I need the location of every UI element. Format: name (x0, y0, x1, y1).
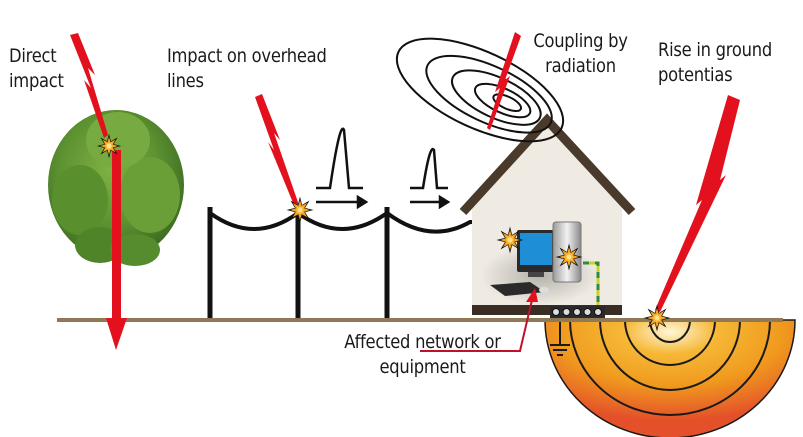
lightning-bolt-ground (655, 95, 740, 312)
socket (583, 308, 592, 316)
explosion-icon (286, 196, 314, 224)
label-overhead-lines: Impact on overhead lines (167, 45, 327, 92)
ground-ring (649, 319, 691, 343)
lightning-bolt-overhead (255, 94, 300, 210)
explosion-icon (555, 243, 583, 271)
earth-ground-icon (550, 320, 570, 356)
explosion-icon (496, 226, 524, 254)
surge-pulse-2 (410, 147, 451, 210)
surge-pulse-1 (316, 127, 369, 210)
label-affected-equipment: Affected network or equipment (344, 331, 501, 378)
overhead-lines (207, 207, 520, 318)
computer-equipment (480, 221, 600, 305)
mouse (539, 287, 549, 293)
explosion-icon (96, 133, 122, 159)
keyboard (490, 282, 545, 296)
down-arrow-icon (106, 318, 127, 350)
label-direct-impact: Direct impact (9, 45, 64, 92)
power-strip (550, 306, 605, 318)
arrow-right-icon (438, 194, 451, 210)
ground-ring (569, 319, 771, 416)
explosion-icon (643, 304, 671, 332)
ground-ring (624, 319, 716, 366)
socket (552, 308, 560, 316)
label-coupling-radiation: Coupling by radiation (533, 30, 628, 77)
ground-ring (599, 319, 741, 391)
lightning-bolt-radiation (487, 32, 521, 130)
lightning-bolt-direct (70, 33, 127, 350)
label-ground-potential: Rise in ground potentias (658, 39, 772, 86)
pointer-line (420, 299, 533, 352)
socket (594, 308, 602, 316)
arrow-right-icon (356, 194, 369, 210)
socket (562, 308, 571, 316)
socket (573, 308, 581, 316)
ground-potential-zone (544, 319, 796, 437)
pointer-arrow-icon (526, 288, 538, 302)
